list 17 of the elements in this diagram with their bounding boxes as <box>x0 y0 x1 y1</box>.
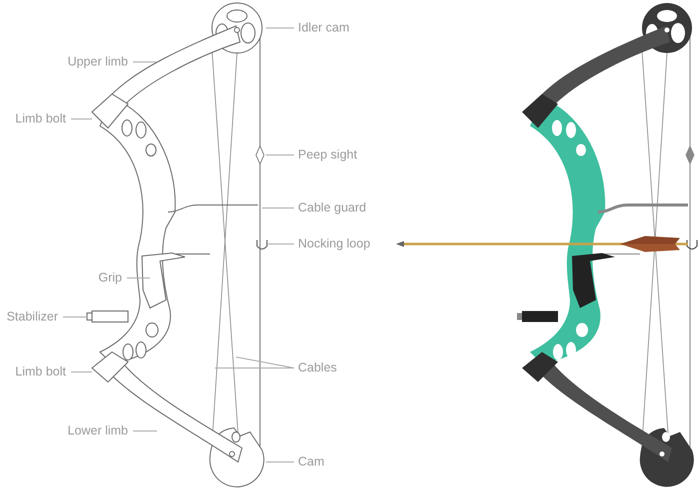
part-label: Cable guard <box>298 200 366 216</box>
part-label: Limb bolt <box>15 112 66 126</box>
leader-line <box>62 316 88 318</box>
part-label: Cam <box>298 454 324 470</box>
part-label: Idler cam <box>298 20 350 36</box>
part-label: Nocking loop <box>298 236 370 252</box>
part-label: Cables <box>298 360 337 376</box>
leader-line <box>132 430 158 432</box>
part-label: Limb bolt <box>15 364 66 380</box>
leader-line <box>70 118 92 120</box>
leader-line <box>236 356 294 368</box>
part-label: Lower limb <box>68 424 128 438</box>
leader-line <box>266 154 294 156</box>
part-label: Grip <box>98 270 122 286</box>
part-label: Stabilizer <box>6 310 58 324</box>
part-label: Upper limb <box>68 54 128 70</box>
part-label: Peep sight <box>298 148 358 162</box>
